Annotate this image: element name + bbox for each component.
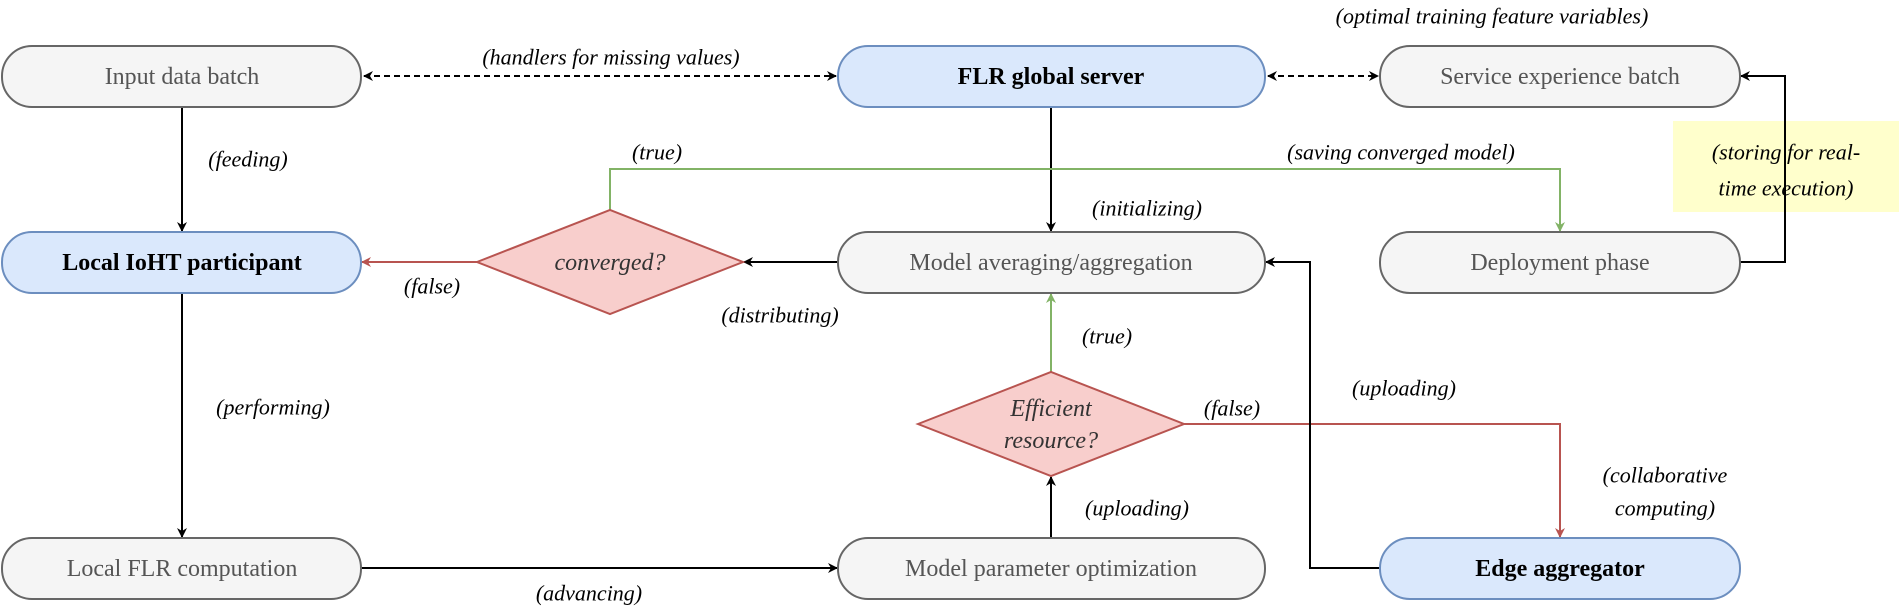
node-edge-aggregator [1379, 537, 1741, 600]
decision-efficient-resource-label-2: resource? [1004, 428, 1098, 454]
node-model-averaging-label: Model averaging/aggregation [909, 250, 1192, 276]
decision-efficient-resource-label-1: Efficient [1009, 396, 1093, 422]
label-false-converged: (false) [404, 274, 460, 299]
label-storing-1: (storing for real- [1712, 140, 1860, 165]
label-storing-2: time execution) [1719, 176, 1854, 201]
node-service-experience-batch-label: Service experience batch [1440, 64, 1680, 90]
label-collaborative-1: (collaborative [1603, 463, 1728, 488]
label-false-efficient: (false) [1204, 396, 1260, 421]
edge-storing [1740, 71, 1786, 263]
edge-false-collaborative [1184, 423, 1565, 538]
node-deployment-phase [1379, 231, 1741, 294]
label-uploading-edge: (uploading) [1352, 376, 1456, 401]
node-service-experience-batch [1379, 45, 1741, 108]
node-local-flr-computation [1, 537, 362, 600]
decision-converged [474, 208, 746, 316]
label-true-converged: (true) [632, 140, 682, 165]
edge-uploading-edge [1265, 257, 1380, 569]
label-distributing: (distributing) [721, 303, 838, 328]
node-local-ioht-participant-label: Local IoHT participant [62, 250, 302, 276]
node-model-parameter-optimization [837, 537, 1266, 600]
label-handlers: (handlers for missing values) [482, 45, 739, 70]
node-local-ioht-participant [1, 231, 362, 294]
edge-true-saving [609, 168, 1565, 232]
node-input-data-batch [1, 45, 362, 108]
label-initializing: (initializing) [1092, 196, 1202, 221]
node-flr-global-server [837, 45, 1266, 108]
node-deployment-phase-label: Deployment phase [1470, 250, 1649, 276]
label-feeding: (feeding) [208, 147, 287, 172]
label-true-efficient: (true) [1082, 324, 1132, 349]
label-optimal: (optimal training feature variables) [1336, 4, 1649, 29]
label-performing: (performing) [216, 395, 330, 420]
label-advancing: (advancing) [536, 581, 642, 606]
label-uploading-param: (uploading) [1085, 496, 1189, 521]
node-flr-global-server-label: FLR global server [958, 64, 1145, 90]
node-edge-aggregator-label: Edge aggregator [1475, 556, 1645, 582]
node-model-averaging [837, 231, 1266, 294]
node-local-flr-computation-label: Local FLR computation [67, 556, 298, 582]
decision-converged-label: converged? [554, 250, 665, 276]
decision-efficient-resource [915, 370, 1187, 478]
node-input-data-batch-label: Input data batch [105, 64, 260, 90]
label-collaborative-2: computing) [1615, 496, 1715, 521]
node-model-parameter-optimization-label: Model parameter optimization [905, 556, 1197, 582]
label-saving: (saving converged model) [1287, 140, 1515, 165]
